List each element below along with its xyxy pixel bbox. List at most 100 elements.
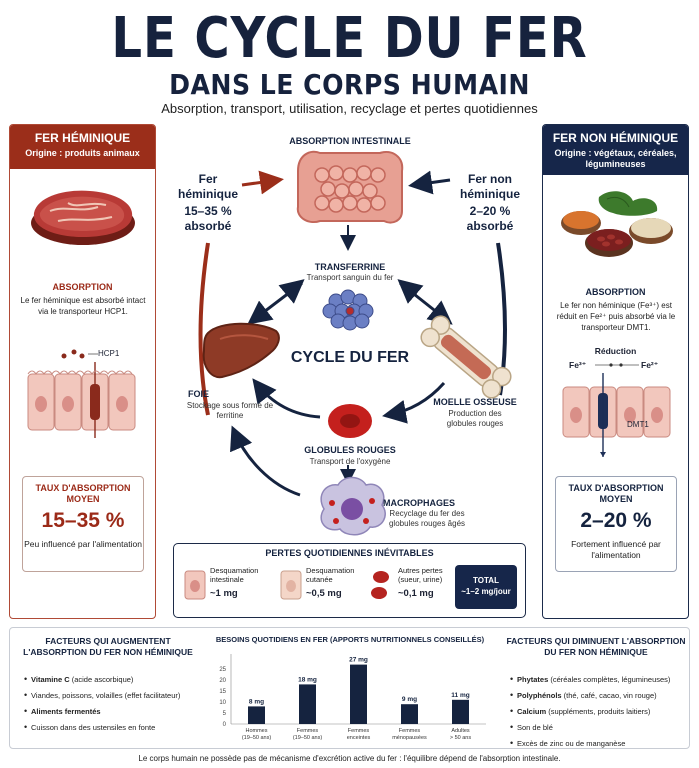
fe3-label: Fe³⁺: [569, 360, 587, 370]
bar: [299, 684, 316, 724]
blood-drop-icon: [371, 571, 389, 599]
bar: [350, 664, 367, 724]
factor-bold: Aliments fermentés: [31, 707, 101, 716]
nonheme-origin: Origine : végétaux, céréales, légumineus…: [554, 148, 677, 169]
transferrin-icon: [322, 289, 374, 331]
liver-icon: [202, 322, 280, 379]
skin-cell-icon: [280, 570, 302, 600]
bar: [401, 704, 418, 724]
factor-text: (acide ascorbique): [69, 675, 134, 684]
x-tick-label: enceintes: [347, 735, 371, 741]
heme-origin: Origine : produits animaux: [25, 148, 140, 158]
factors-down-title: FACTEURS QUI DIMINUENT L'ABSORPTION DU F…: [506, 636, 686, 657]
factor-text: Viandes, poissons, volailles (effet faci…: [31, 691, 181, 700]
loss-item-other: Autres pertes (sueur, urine) ~0,1 mg: [398, 566, 454, 599]
loss-label: Autres pertes (sueur, urine): [398, 566, 443, 584]
loss-value: ~0,1 mg: [398, 588, 434, 599]
cycle-center-title: CYCLE DU FER: [290, 349, 410, 366]
marrow-text: Production des globules rouges: [446, 409, 504, 428]
macrophage-icon: [320, 476, 386, 536]
nonheme-rate-value: 2–20 %: [580, 509, 652, 532]
factor-text: Excès de zinc ou de manganèse: [517, 739, 626, 748]
footer-note: Le corps humain ne possède pas de mécani…: [138, 754, 561, 763]
legumes-icon: [561, 191, 673, 257]
loss-label: Desquamation cutanée: [306, 566, 355, 584]
y-tick-label: 5: [223, 711, 227, 717]
nonheme-input-label: Fer non héminique: [459, 172, 520, 201]
losses-total-box: TOTAL ~1–2 mg/jour: [455, 565, 517, 609]
heme-iron-panel: FER HÉMINIQUE Origine : produits animaux…: [9, 124, 156, 619]
liver-title: FOIE: [188, 389, 210, 399]
main-title: LE CYCLE DU FER: [111, 6, 588, 71]
iron-cycle-diagram: [198, 150, 512, 536]
bone-marrow-icon: [420, 315, 512, 399]
daily-losses-box: PERTES QUOTIDIENNES INÉVITABLES Desquama…: [173, 543, 526, 618]
nonheme-header-title: FER NON HÉMINIQUE: [552, 131, 679, 145]
nonheme-input-rate: 2–20 % absorbé: [466, 204, 514, 233]
loss-value: ~0,5 mg: [306, 588, 342, 599]
heme-arc: [198, 242, 210, 416]
rbc-text: Transport de l'oxygène: [309, 457, 391, 466]
x-tick-label: ménopausées: [392, 735, 427, 741]
nonheme-rate-box: TAUX D'ABSORPTION MOYEN 2–20 % Fortement…: [555, 476, 677, 572]
x-tick-label: Femmes: [297, 728, 319, 734]
chart-title: BESOINS QUOTIDIENS EN FER (APPORTS NUTRI…: [215, 635, 485, 644]
intestine-title: ABSORPTION INTESTINALE: [289, 136, 411, 146]
dmt1-label: DMT1: [627, 420, 649, 429]
y-tick-label: 15: [219, 689, 226, 695]
macrophage-title: MACROPHAGES: [383, 498, 456, 508]
bar-value-label: 18 mg: [298, 676, 317, 683]
factor-bold: Phytates: [517, 675, 549, 684]
fe2-label: Fe²⁺: [641, 360, 659, 370]
factors-up-title: FACTEURS QUI AUGMENTENT L'ABSORPTION DU …: [23, 636, 193, 657]
loss-item-skin: Desquamation cutanée ~0,5 mg: [306, 566, 362, 599]
heme-rate-note: Peu influencé par l'alimentation: [24, 539, 142, 549]
heme-header-title: FER HÉMINIQUE: [34, 131, 131, 145]
macrophage-text: Recyclage du fer des globules rouges âgé…: [388, 509, 466, 528]
y-tick-label: 25: [219, 667, 226, 673]
factor-item: Son de blé: [510, 722, 688, 732]
main-subtitle: DANS LE CORPS HUMAIN: [169, 68, 530, 101]
heme-rate-value: 15–35 %: [41, 509, 125, 532]
intestine-icon: [296, 150, 404, 224]
nonheme-absorption-title: ABSORPTION: [585, 287, 646, 297]
rbc-title: GLOBULES ROUGES: [304, 445, 396, 455]
factors-up-list: Vitamine C (acide ascorbique)Viandes, po…: [24, 674, 214, 739]
x-tick-label: (19–50 ans): [293, 735, 323, 741]
factor-item: Viandes, poissons, volailles (effet faci…: [24, 690, 214, 700]
heme-absorption-title: ABSORPTION: [52, 282, 113, 292]
factor-text: Son de blé: [517, 723, 553, 732]
loss-item-intestinal: Desquamation intestinale ~1 mg: [210, 566, 266, 599]
factor-text: (suppléments, produits laitiers): [546, 707, 651, 716]
heme-rate-box: TAUX D'ABSORPTION MOYEN 15–35 % Peu infl…: [22, 476, 144, 572]
factor-text: (céréales complètes, légumineuses): [548, 675, 671, 684]
y-tick-label: 10: [219, 700, 226, 706]
factor-text: Cuisson dans des ustensiles en fonte: [31, 723, 156, 732]
liver-text: Stockage sous forme de ferritine: [186, 401, 274, 420]
nonheme-panel-header: FER NON HÉMINIQUE Origine : végétaux, cé…: [543, 125, 688, 175]
factor-item: Phytates (céréales complètes, légumineus…: [510, 674, 688, 684]
loss-value: ~1 mg: [210, 588, 238, 599]
x-tick-label: Hommes: [245, 728, 267, 734]
bottom-section: FACTEURS QUI AUGMENTENT L'ABSORPTION DU …: [9, 627, 690, 749]
factor-item: Cuisson dans des ustensiles en fonte: [24, 722, 214, 732]
transferrin-title: TRANSFERRINE: [314, 262, 386, 272]
nonheme-rate-title: TAUX D'ABSORPTION MOYEN: [568, 483, 664, 504]
steak-icon: [31, 190, 135, 245]
hcp1-label: HCP1: [98, 349, 120, 358]
x-tick-label: > 50 ans: [450, 735, 472, 741]
red-blood-cell-icon: [328, 404, 372, 438]
heme-enterocyte-diagram: [27, 349, 136, 438]
x-tick-label: (19–50 ans): [242, 735, 272, 741]
bar-value-label: 27 mg: [349, 657, 368, 664]
nonheme-iron-panel: FER NON HÉMINIQUE Origine : végétaux, cé…: [542, 124, 689, 619]
bar-value-label: 8 mg: [249, 698, 264, 705]
bar-value-label: 9 mg: [402, 696, 417, 703]
factor-item: Calcium (suppléments, produits laitiers): [510, 706, 688, 716]
marrow-title: MOELLE OSSEUSE: [433, 397, 517, 407]
y-tick-label: 20: [219, 678, 226, 684]
nonheme-rate-note: Fortement influencé par l'alimentation: [571, 539, 661, 560]
factor-item: Excès de zinc ou de manganèse: [510, 738, 688, 748]
factors-down-list: Phytates (céréales complètes, légumineus…: [510, 674, 688, 755]
bar-value-label: 11 mg: [451, 692, 469, 699]
